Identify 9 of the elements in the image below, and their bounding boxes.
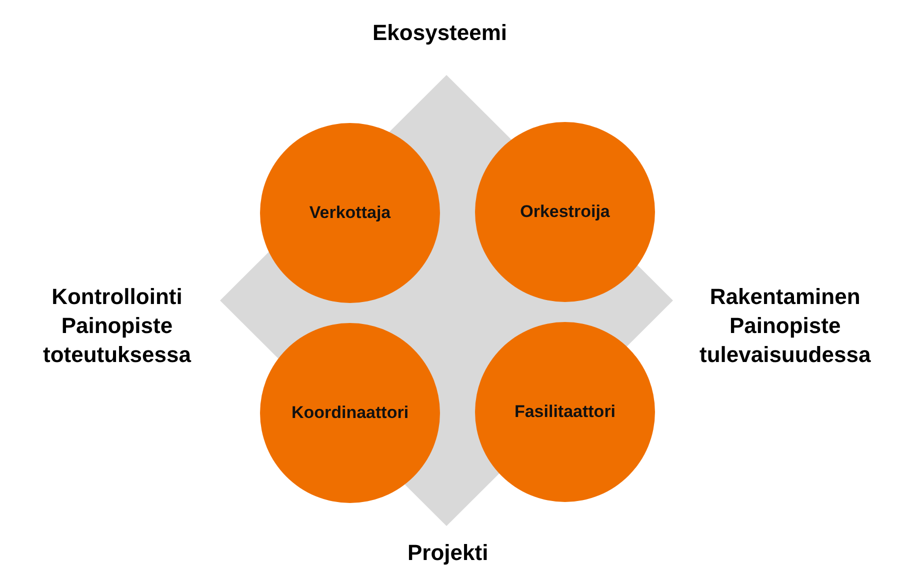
role-label: Koordinaattori <box>291 403 409 423</box>
axis-label: Projekti <box>408 539 488 567</box>
axis-label: Kontrollointi Painopiste toteutuksessa <box>43 283 191 369</box>
role-label: Fasilitaattori <box>514 402 616 422</box>
role-label: Verkottaja <box>309 203 391 223</box>
axis-label: Rakentaminen Painopiste tulevaisuudessa <box>700 283 871 369</box>
diamond-shape <box>220 75 673 526</box>
role-label: Orkestroija <box>520 202 610 222</box>
axis-label: Ekosysteemi <box>372 19 508 47</box>
